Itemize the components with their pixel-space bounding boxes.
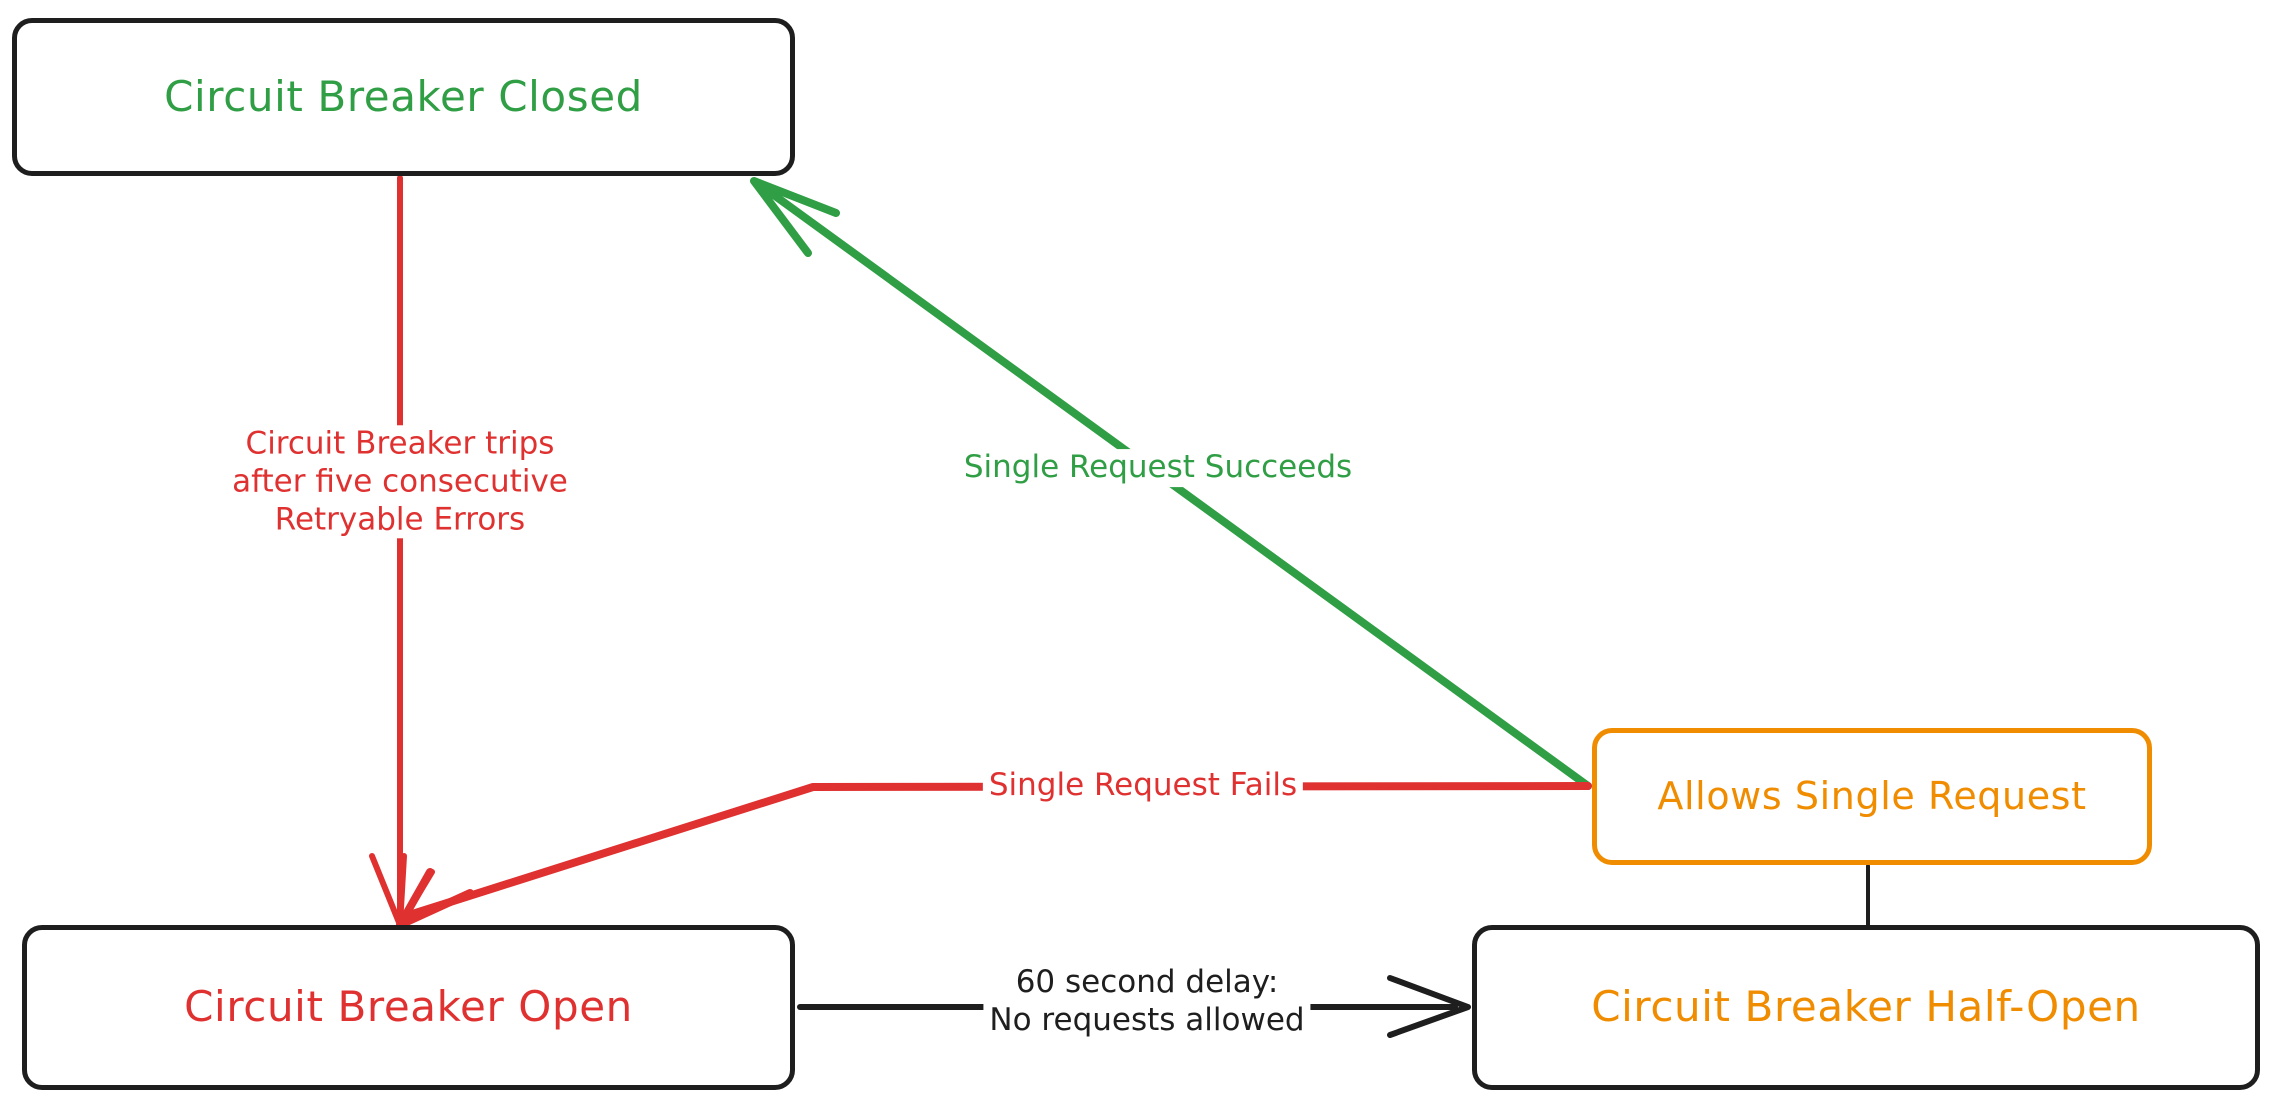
node-allows-single-request[interactable]: Allows Single Request [1592,728,2152,865]
edge-label-single-request-fails: Single Request Fails [982,767,1304,805]
edge-closed-to-open [369,175,435,928]
edge-open-to-halfopen-arrowhead [1387,975,1471,1038]
edge-label-single-request-succeeds: Single Request Succeeds [957,449,1359,487]
edge-open-to-halfopen [797,975,1471,1038]
node-circuit-breaker-closed-label: Circuit Breaker Closed [164,71,643,121]
edge-allows-to-open-line [402,782,1592,920]
node-circuit-breaker-closed[interactable]: Circuit Breaker Closed [12,18,795,176]
node-circuit-breaker-half-open[interactable]: Circuit Breaker Half-Open [1472,925,2260,1090]
node-circuit-breaker-open[interactable]: Circuit Breaker Open [22,925,795,1090]
edge-allows-to-open [396,782,1592,929]
edge-label-60-second-delay: 60 second delay: No requests allowed [983,964,1311,1040]
node-circuit-breaker-half-open-label: Circuit Breaker Half-Open [1591,982,2141,1032]
node-allows-single-request-label: Allows Single Request [1657,773,2087,818]
edge-allows-to-open-arrowhead [396,868,474,929]
node-circuit-breaker-open-label: Circuit Breaker Open [184,982,633,1032]
edge-label-circuit-breaker-trips: Circuit Breaker trips after five consecu… [226,425,574,539]
edge-allows-to-closed-arrowhead [750,177,840,257]
